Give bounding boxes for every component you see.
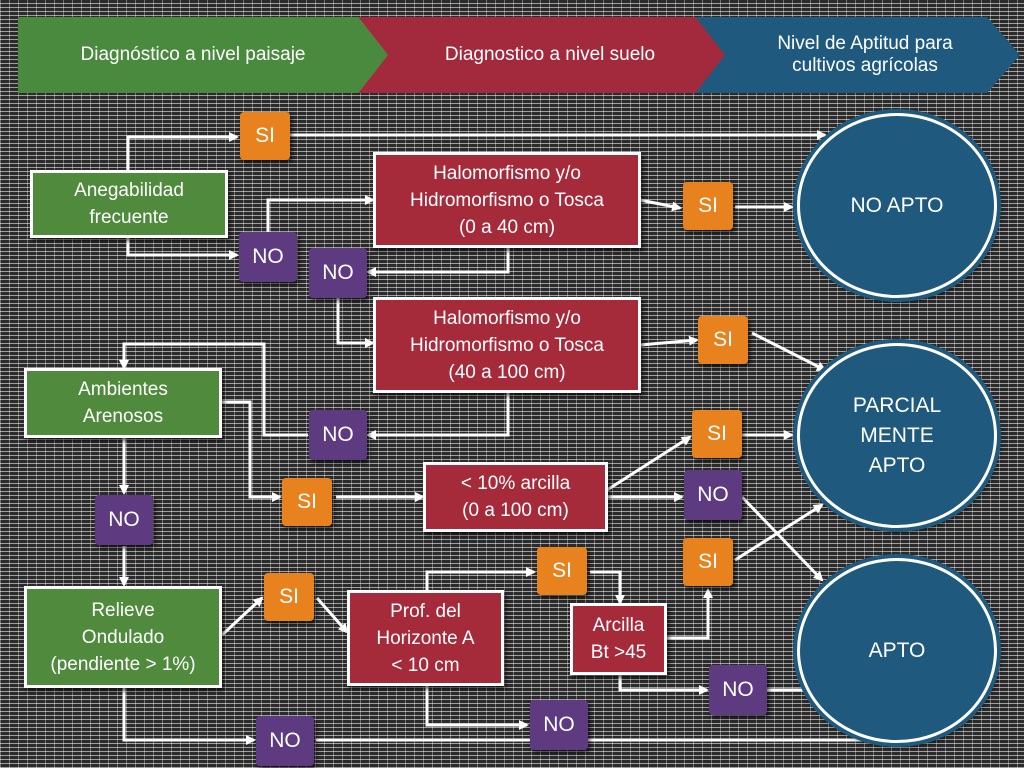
node-halo2-line1: Halomorfismo y/o [433, 307, 581, 329]
no-tag: NO [309, 410, 367, 460]
no-tag: NO [684, 470, 742, 520]
si-tag: SI [683, 538, 733, 586]
header-step-landscape-label: Diagnóstico a nivel paisaje [80, 44, 306, 65]
node-arcillabt-line1: Arcilla [592, 615, 645, 636]
node-arcilla-bt: Arcilla Bt >45 [570, 603, 667, 675]
node-ambientes-line1: Ambientes [78, 379, 168, 400]
header-step-landscape: Diagnóstico a nivel paisaje [18, 17, 388, 93]
node-arcilla10-line2: (0 a 100 cm) [462, 500, 569, 521]
result-apto: APTO [797, 558, 997, 743]
si-tag: SI [683, 182, 733, 230]
header-step-aptitude-line2: cultivos agrícolas [792, 55, 938, 76]
no-tag: NO [95, 495, 153, 545]
result-parcial-line1: PARCIAL [852, 393, 942, 417]
node-prof-line3: < 10 cm [391, 654, 460, 676]
result-parcial-line2: MENTE [860, 423, 934, 447]
si-tag: SI [698, 316, 748, 364]
no-tag: NO [256, 716, 314, 766]
node-relieve-line1: Relieve [91, 599, 155, 621]
node-ambientes-line2: Arenosos [82, 406, 164, 427]
header-step-soil-label: Diagnostico a nivel suelo [444, 44, 656, 65]
no-tag: NO [530, 700, 588, 750]
node-arcillabt-line2: Bt >45 [590, 642, 647, 663]
result-no-apto-label: NO APTO [850, 193, 944, 217]
node-halo1-line2: Hidromorfismo o Tosca [410, 189, 604, 211]
result-parcial-line3: APTO [868, 453, 926, 477]
node-relieve-line2: Ondulado [81, 626, 165, 648]
si-tag: SI [537, 547, 587, 595]
result-parcialmente-apto: PARCIAL MENTE APTO [797, 343, 997, 528]
node-halo1-line3: (0 a 40 cm) [458, 216, 556, 238]
header-step-aptitude-line1: Nivel de Aptitud para [777, 33, 953, 54]
no-tag: NO [239, 232, 297, 282]
node-halo2-line3: (40 a 100 cm) [448, 361, 566, 383]
si-tag: SI [692, 410, 742, 458]
node-halo2-line2: Hidromorfismo o Tosca [410, 334, 604, 356]
node-prof-line2: Horizonte A [376, 627, 475, 649]
no-tag: NO [709, 665, 767, 715]
node-anegabilidad-line2: frecuente [89, 207, 169, 228]
si-tag: SI [282, 478, 332, 526]
node-halo1-line1: Halomorfismo y/o [433, 162, 581, 184]
si-tag: SI [264, 573, 314, 621]
si-tag: SI [240, 112, 290, 160]
result-no-apto: NO APTO [797, 113, 997, 298]
node-arcilla10-line1: < 10% arcilla [460, 473, 571, 494]
node-prof-line1: Prof. del [390, 600, 461, 622]
node-anegabilidad: Anegabilidad frecuente [30, 170, 228, 238]
no-tag: NO [309, 248, 367, 298]
result-apto-label: APTO [868, 638, 926, 662]
header-step-soil: Diagnostico a nivel suelo [355, 17, 725, 93]
node-anegabilidad-line1: Anegabilidad [74, 180, 184, 201]
node-arcilla-10: < 10% arcilla (0 a 100 cm) [423, 462, 608, 532]
node-relieve-line3: (pendiente > 1%) [50, 653, 196, 675]
